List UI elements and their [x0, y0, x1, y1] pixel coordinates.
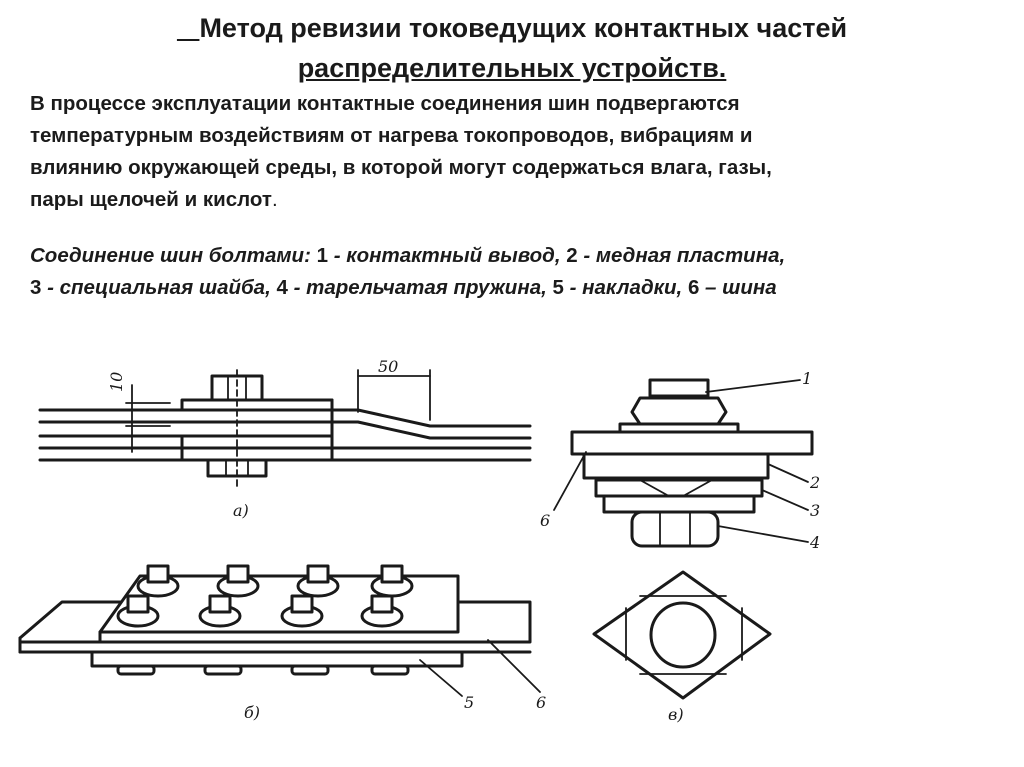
bolts-front-row: [116, 594, 404, 628]
bolt-nut: [380, 564, 404, 584]
overlay-plate-bottom: [90, 650, 464, 668]
body-paragraph: В процессе эксплуатации контактные соеди…: [30, 88, 990, 216]
offset-busbar-bottom: [330, 420, 532, 440]
section-hex-nut: [630, 396, 728, 426]
section-bolt-head: [648, 378, 710, 398]
title-underline-lead: [177, 13, 200, 43]
section-busbar: [570, 430, 814, 456]
nut-bottom: [370, 664, 410, 676]
caption-term: - накладки,: [563, 276, 688, 299]
caption-number: 6: [687, 276, 700, 299]
nut-bottom: [116, 664, 156, 676]
caption-term: - специальная шайба,: [41, 276, 277, 299]
leader-2: [767, 463, 809, 483]
title-line-2: распределительных устройств.: [297, 53, 727, 83]
caption-number: 3: [30, 276, 42, 299]
leader-4: [717, 525, 809, 543]
caption-term: - медная пластина,: [577, 244, 786, 267]
section-copper-plate: [582, 452, 770, 480]
paragraph-period: .: [271, 188, 278, 211]
section-cup-spring: [602, 494, 756, 514]
caption-prefix: Соединение шин болтами:: [30, 244, 317, 267]
figure-section-view: 1 2 3 4 6: [540, 369, 820, 552]
washer-hole: [649, 601, 717, 669]
leader-1: [705, 379, 801, 393]
figure-a-side-view: 10 50 а): [38, 357, 532, 520]
title-line-1: Метод ревизии токоведущих контактных час…: [0, 8, 1024, 48]
bolt-nut: [290, 594, 314, 614]
bottom-nuts: [116, 664, 410, 676]
bolt-nut: [226, 564, 250, 584]
nut-bottom: [290, 664, 330, 676]
bolts-back-row: [136, 564, 414, 598]
caption-number: 2: [566, 244, 578, 267]
caption-term: - контактный вывод,: [328, 244, 567, 267]
caption-term: – шина: [699, 276, 777, 299]
leader-5: [419, 659, 463, 697]
figure-b-label: б): [244, 703, 260, 722]
leader-6-bottom: [487, 639, 541, 693]
paragraph-line: влиянию окружающей среды, в которой могу…: [30, 156, 772, 179]
bolt-nut: [126, 594, 150, 614]
bolt-nut: [306, 564, 330, 584]
callout-1: 1: [802, 369, 812, 388]
dim-10-label: 10: [107, 372, 126, 392]
caption-number: 4: [276, 276, 288, 299]
callout-6-right: 6: [540, 511, 550, 530]
callout-6-bottom: 6: [536, 693, 546, 712]
bolted-busbar-drawing: 10 50 а): [18, 357, 820, 724]
caption-line-1: Соединение шин болтами: 1 - контактный в…: [30, 240, 1000, 272]
dim-50-label: 50: [378, 357, 398, 376]
nut-bottom: [203, 664, 243, 676]
paragraph-line-text: пары щелочей и кислот: [30, 188, 272, 211]
callout-2: 2: [809, 473, 820, 492]
leader-6-right: [553, 451, 587, 511]
figure-b-bolted-joint: 5 6 б): [18, 564, 546, 722]
figure-v-washer-plan: в): [592, 570, 772, 724]
callout-3: 3: [810, 501, 820, 520]
figure-v-label: в): [668, 705, 684, 724]
paragraph-line: температурным воздействиям от нагрева то…: [30, 124, 753, 147]
top-cover-plate: [180, 398, 334, 412]
caption-term: - тарельчатая пружина,: [287, 276, 553, 299]
caption-number: 5: [552, 276, 564, 299]
paragraph-line: пары щелочей и кислот.: [30, 184, 990, 216]
caption-number: 1: [316, 244, 328, 267]
callout-4: 4: [809, 533, 820, 552]
title-line-1-text: Метод ревизии токоведущих контактных час…: [199, 13, 848, 43]
callout-5: 5: [464, 693, 474, 712]
figure-caption: Соединение шин болтами: 1 - контактный в…: [30, 240, 1000, 304]
figure-a-label: а): [233, 501, 249, 520]
leader-3: [761, 489, 809, 511]
washer-inner-square: [625, 595, 743, 675]
bolt-nut: [370, 594, 394, 614]
bolt-nut: [146, 564, 170, 584]
bolt-nut: [208, 594, 232, 614]
caption-line-2: 3 - специальная шайба, 4 - тарельчатая п…: [30, 272, 1000, 304]
section-special-washer: [594, 478, 764, 498]
section-bottom-nut: [630, 510, 720, 548]
slide-title: Метод ревизии токоведущих контактных час…: [0, 8, 1024, 88]
paragraph-line: В процессе эксплуатации контактные соеди…: [30, 92, 740, 115]
offset-busbar-top: [330, 408, 532, 428]
